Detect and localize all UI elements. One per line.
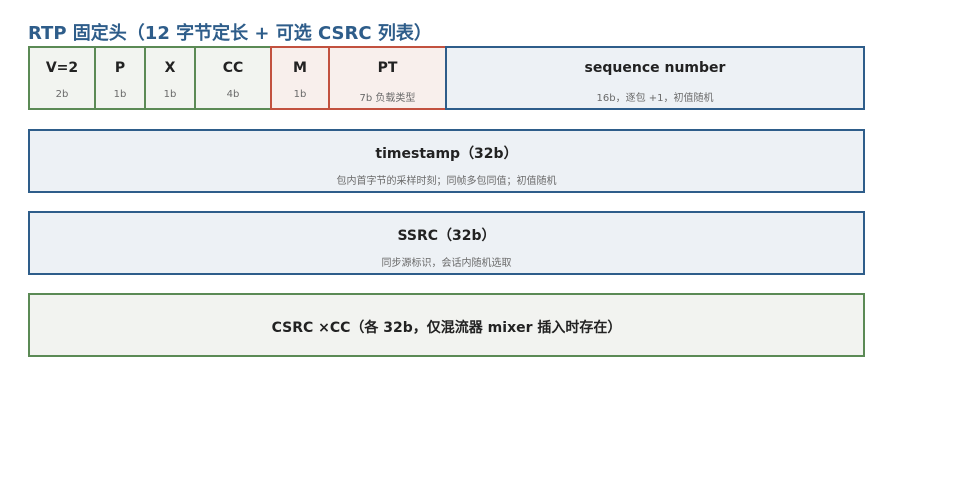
field-padding-desc: 1b bbox=[113, 89, 127, 100]
field-extension: X 1b bbox=[144, 46, 196, 110]
field-timestamp-name: timestamp（32b） bbox=[375, 146, 518, 162]
field-payload-type-name: PT bbox=[377, 60, 398, 76]
field-sequence-number-desc: 16b，逐包 +1，初值随机 bbox=[596, 93, 714, 104]
field-ssrc-name: SSRC（32b） bbox=[397, 228, 496, 244]
field-extension-desc: 1b bbox=[163, 89, 177, 100]
field-csrc-count-desc: 4b bbox=[226, 89, 240, 100]
field-marker: M 1b bbox=[270, 46, 330, 110]
field-version-desc: 2b bbox=[55, 89, 69, 100]
field-sequence-number-name: sequence number bbox=[584, 60, 726, 76]
field-version-name: V=2 bbox=[45, 60, 79, 76]
field-ssrc-desc: 同步源标识，会话内随机选取 bbox=[381, 258, 512, 269]
field-csrc-list: CSRC ×CC（各 32b，仅混流器 mixer 插入时存在） bbox=[28, 293, 865, 357]
field-sequence-number: sequence number 16b，逐包 +1，初值随机 bbox=[445, 46, 865, 110]
field-csrc-count: CC 4b bbox=[194, 46, 272, 110]
field-marker-name: M bbox=[293, 60, 307, 76]
field-payload-type-desc: 7b 负载类型 bbox=[359, 93, 416, 104]
header-row-1: V=2 2b P 1b X 1b CC 4b M 1b PT 7b 负载类型 s… bbox=[28, 46, 865, 110]
field-extension-name: X bbox=[164, 60, 176, 76]
field-payload-type: PT 7b 负载类型 bbox=[328, 46, 447, 110]
field-padding-name: P bbox=[114, 60, 126, 76]
field-padding: P 1b bbox=[94, 46, 146, 110]
field-ssrc: SSRC（32b） 同步源标识，会话内随机选取 bbox=[28, 211, 865, 275]
field-timestamp-desc: 包内首字节的采样时刻；同帧多包同值；初值随机 bbox=[336, 176, 557, 187]
field-csrc-count-name: CC bbox=[222, 60, 244, 76]
field-marker-desc: 1b bbox=[293, 89, 307, 100]
field-version: V=2 2b bbox=[28, 46, 96, 110]
diagram-title: RTP 固定头（12 字节定长 + 可选 CSRC 列表） bbox=[28, 23, 432, 44]
field-csrc-list-name: CSRC ×CC（各 32b，仅混流器 mixer 插入时存在） bbox=[271, 320, 622, 336]
field-timestamp: timestamp（32b） 包内首字节的采样时刻；同帧多包同值；初值随机 bbox=[28, 129, 865, 193]
